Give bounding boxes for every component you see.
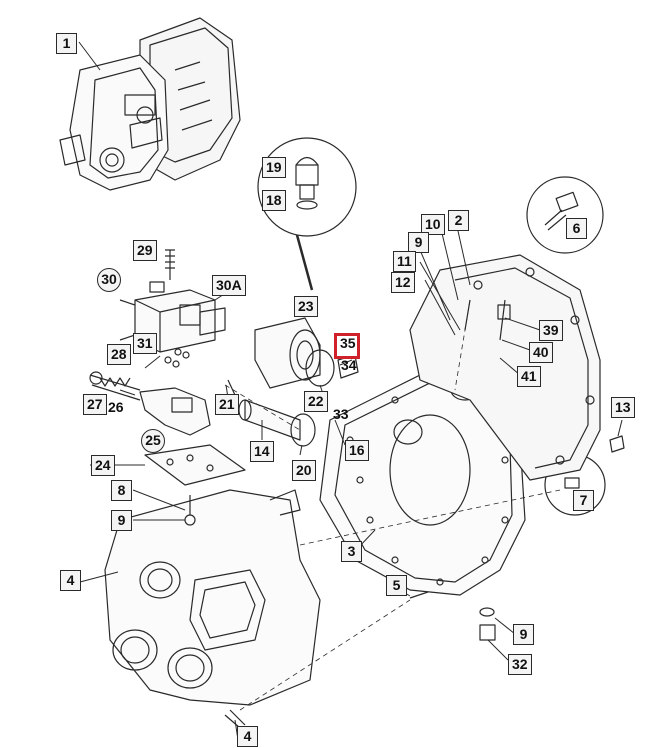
callout-18: 18 (262, 190, 286, 211)
callout-32: 32 (508, 654, 532, 675)
detail-circle-6 (526, 176, 604, 254)
clutch-housing-drawing (409, 254, 601, 481)
gear-housing-drawing (104, 489, 321, 729)
callout-30a: 30A (212, 275, 246, 296)
callout-8: 8 (111, 480, 132, 501)
callout-27: 27 (83, 394, 107, 415)
callout-9-bottom: 9 (513, 624, 534, 645)
callout-31: 31 (133, 333, 157, 354)
gearbox-assembly-drawing (59, 17, 241, 191)
bell-housing-drawing (319, 364, 526, 596)
callout-24: 24 (91, 455, 115, 476)
callout-9-left: 9 (111, 510, 132, 531)
callout-39: 39 (539, 320, 563, 341)
callout-19: 19 (262, 157, 286, 178)
callout-22: 22 (304, 391, 328, 412)
callout-29: 29 (133, 240, 157, 261)
callout-40: 40 (529, 342, 553, 363)
callout-1: 1 (56, 33, 77, 54)
callout-4-left: 4 (60, 570, 81, 591)
callout-12: 12 (391, 272, 415, 293)
callout-34: 34 (341, 357, 357, 373)
callout-33: 33 (333, 406, 349, 422)
callout-6: 6 (566, 218, 587, 239)
callout-7: 7 (573, 490, 594, 511)
callout-35-highlighted: 35 (334, 333, 360, 359)
plate-drawing (144, 444, 246, 486)
fasteners-drawing (409, 435, 625, 641)
callout-2: 2 (448, 210, 469, 231)
callout-23: 23 (294, 296, 318, 317)
callout-16: 16 (345, 440, 369, 461)
callout-28: 28 (107, 344, 131, 365)
piston-assembly-drawing (89, 371, 211, 436)
assembly-guide-lines (224, 299, 561, 711)
callout-10: 10 (421, 214, 445, 235)
detail-circle-19-18 (257, 137, 357, 291)
callout-14: 14 (250, 441, 274, 462)
callout-11: 11 (393, 251, 416, 272)
pipe-drawing (227, 379, 316, 447)
callout-3: 3 (341, 541, 362, 562)
callout-9-top: 9 (408, 232, 429, 253)
callout-20: 20 (292, 460, 316, 481)
callout-30: 30 (97, 268, 121, 292)
callout-41: 41 (517, 366, 541, 387)
callout-21: 21 (215, 394, 239, 415)
callout-4-bottom: 4 (237, 726, 258, 747)
filter-cylinder-drawing (254, 317, 359, 389)
callout-5: 5 (386, 575, 407, 596)
callout-25: 25 (141, 429, 165, 453)
callout-13: 13 (611, 397, 635, 418)
callout-26: 26 (108, 399, 124, 415)
